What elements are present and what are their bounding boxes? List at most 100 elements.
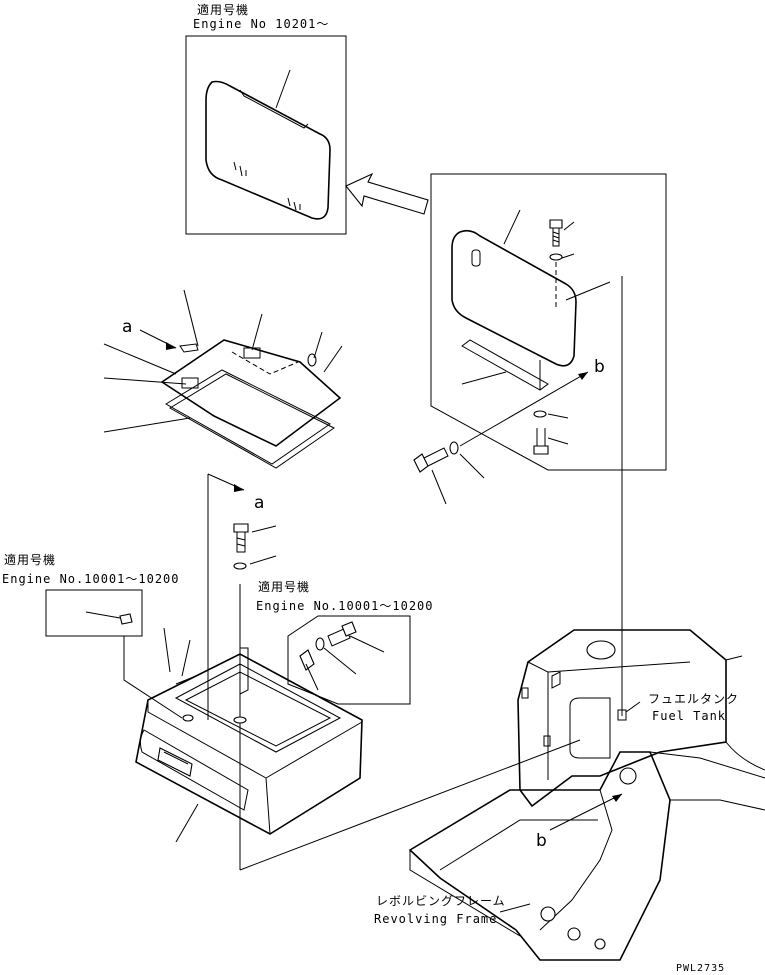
revolving-frame-edge <box>649 751 765 779</box>
inset-left-applicable-label: 適用号機 <box>4 552 56 567</box>
clip-part <box>179 343 199 353</box>
frame-hole-4 <box>594 938 606 950</box>
tool-box-front-panel <box>139 729 249 811</box>
leader-line <box>275 69 291 109</box>
tool-box-handle <box>157 747 193 777</box>
cover-panel-top <box>205 80 331 220</box>
bolt-lower-right <box>533 428 549 455</box>
leader-line <box>313 331 323 359</box>
leader-line <box>565 281 611 301</box>
leader-line <box>323 647 357 675</box>
leader-line <box>547 437 569 445</box>
revolving-frame-edge <box>670 799 765 811</box>
latch-part-2 <box>181 377 199 389</box>
bolt-center <box>341 621 357 637</box>
guide-line-frame <box>239 739 581 871</box>
bolt-box <box>233 523 277 570</box>
leader-line <box>181 639 191 677</box>
inset-left: 適用号機 Engine No.10001～10200 <box>2 552 183 719</box>
washer-box <box>233 562 247 570</box>
fuel-tank-cap <box>586 640 616 660</box>
washer-center <box>315 637 325 651</box>
bolt-side <box>413 441 485 505</box>
cover-panel-top-edge <box>239 89 309 129</box>
inset-right <box>430 173 667 471</box>
cover-handle-slot <box>471 249 481 267</box>
inset-center-engine-label: Engine No.10001～10200 <box>256 599 434 613</box>
drawing-code: PWL2735 <box>676 963 725 974</box>
washer-side <box>449 441 459 455</box>
revolving-frame-edge <box>539 789 613 931</box>
bracket-small <box>299 649 315 671</box>
bolt-top-right <box>549 219 563 247</box>
cover-mark-1 <box>233 161 247 177</box>
cover-mark-2 <box>287 197 301 211</box>
revolving-frame: レボルビングフレーム Revolving Frame <box>374 751 765 961</box>
lid-plate-assembly: a <box>103 289 343 469</box>
fuel-tank-panel <box>569 697 611 759</box>
revolving-frame-jp-label: レボルビングフレーム <box>376 894 506 908</box>
dashed-guide <box>231 351 299 375</box>
revolving-frame-en-label: Revolving Frame <box>374 912 497 926</box>
leader-line <box>547 413 569 419</box>
callout-a-upper-label: a <box>122 317 132 337</box>
fuel-tank-edge <box>725 655 743 661</box>
washer-lower-right <box>533 410 547 418</box>
callout-b-lower: b <box>536 793 623 851</box>
leader-line <box>103 377 187 385</box>
inset-right-frame <box>430 173 667 471</box>
tool-box <box>135 627 363 843</box>
inset-top-applicable-label: 適用号機 <box>197 2 249 17</box>
inset-left-engine-label: Engine No.10001～10200 <box>2 572 180 586</box>
inset-center: 適用号機 Engine No.10001～10200 <box>256 579 434 705</box>
inset-left-frame <box>45 589 143 637</box>
leader-line <box>103 343 177 375</box>
fuel-tank-fitting <box>521 687 529 699</box>
tool-box-bolt-hole <box>233 716 247 724</box>
leader-line <box>323 345 343 373</box>
leader-line <box>503 209 521 245</box>
leader-line <box>85 611 121 619</box>
leader-line <box>175 803 199 843</box>
tool-box-fastener <box>182 714 194 722</box>
frame-hole-2 <box>540 906 556 922</box>
tool-box-top-opening-inner <box>184 671 332 747</box>
fuel-tank-clip <box>617 709 627 721</box>
callout-b-upper-label: b <box>594 357 605 377</box>
fuel-tank-bracket <box>551 671 561 689</box>
leader-line <box>349 635 385 653</box>
fuel-tank-fitting <box>543 735 551 747</box>
frame-hole-1 <box>619 767 637 785</box>
frame-hole-3 <box>567 927 581 941</box>
revolving-frame-edge <box>439 819 598 871</box>
tool-box-bracket <box>239 647 249 695</box>
callout-b-upper: b <box>459 357 605 447</box>
gasket-frame-inner <box>169 373 335 469</box>
latch-part <box>243 347 261 359</box>
fuel-tank-en-label: Fuel Tank <box>652 709 726 723</box>
fuel-tank: フュエルタンク Fuel Tank <box>517 629 765 808</box>
leader-line <box>461 371 507 385</box>
callout-b-lower-label: b <box>536 831 547 851</box>
tool-box-top-opening <box>174 663 342 753</box>
transfer-arrow <box>345 172 429 215</box>
leader-line <box>251 313 263 351</box>
cover-panel-right <box>451 229 577 367</box>
leader-line <box>561 253 575 259</box>
lid-plate <box>160 339 342 447</box>
leader-line <box>563 221 575 231</box>
washer-top-right <box>549 253 563 261</box>
fuel-tank-jp-label: フュエルタンク <box>648 692 739 706</box>
leader-line <box>183 289 199 347</box>
inset-left-connector <box>123 636 183 719</box>
revolving-frame-body <box>408 751 671 961</box>
bracket-plate <box>461 339 549 391</box>
inset-center-applicable-label: 適用号機 <box>258 579 310 594</box>
leader-line <box>163 627 171 673</box>
inset-top-engine-label: Engine No 10201～ <box>193 17 329 31</box>
leader-line <box>625 701 641 713</box>
callout-a-lower-label: a <box>254 493 264 513</box>
inset-top-frame <box>185 35 347 235</box>
tool-box-front-edge <box>147 700 271 835</box>
